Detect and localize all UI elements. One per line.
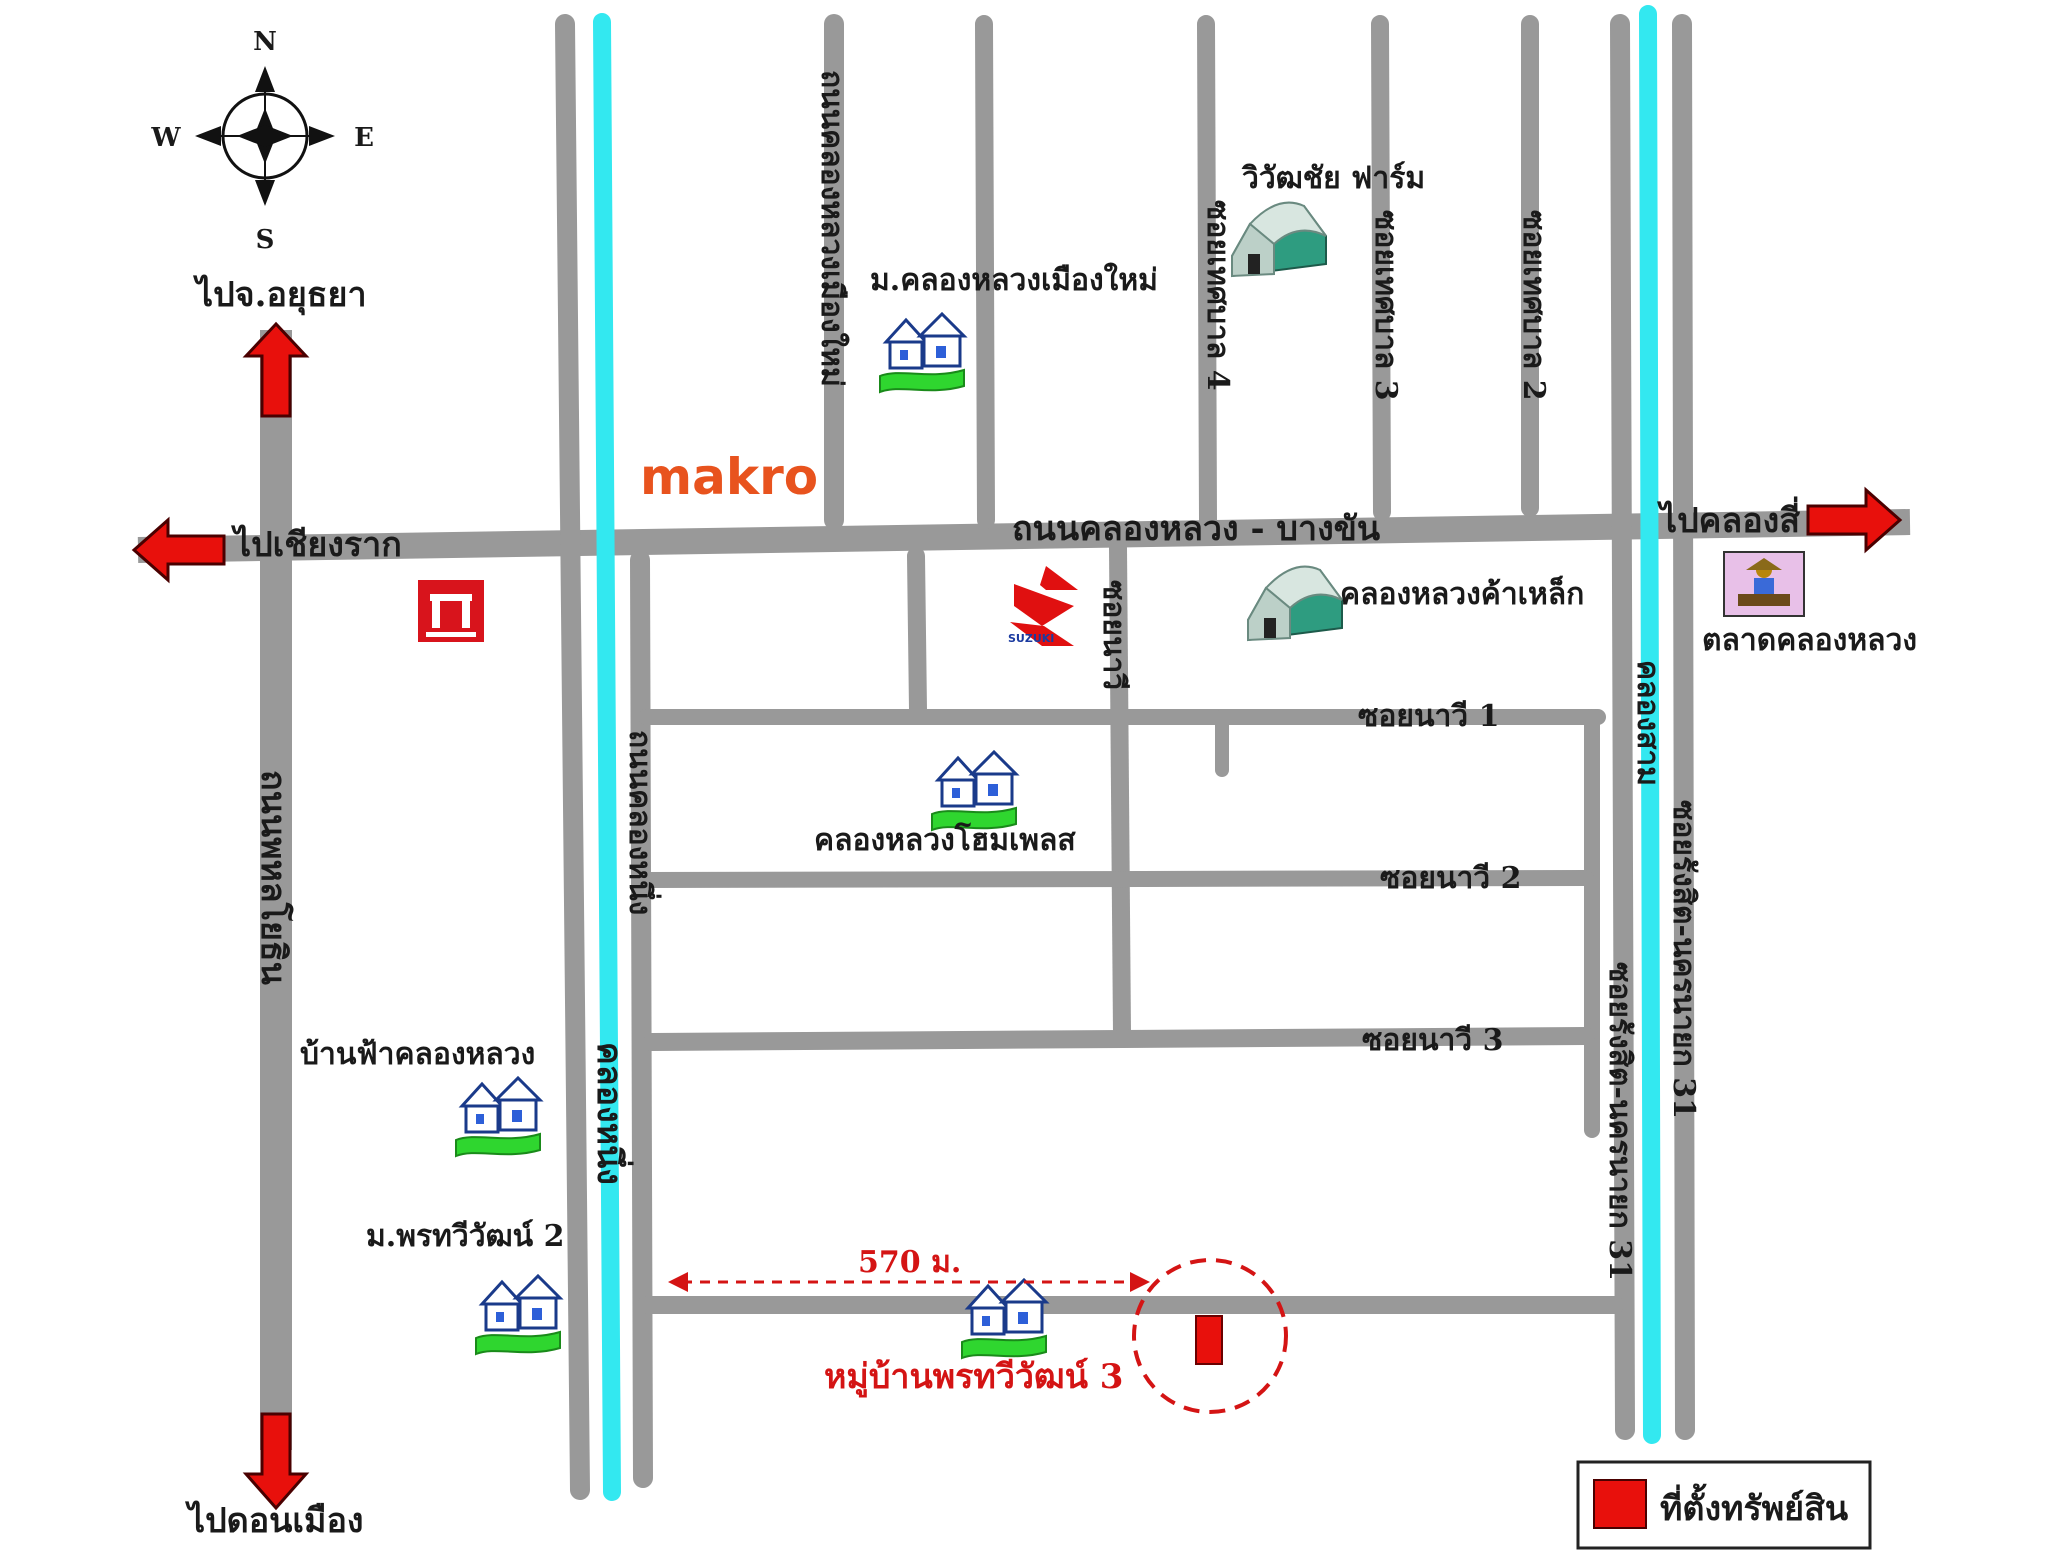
label-phon-3: หมู่บ้านพรทวีวัฒน์ 3	[824, 1357, 1123, 1398]
label-khlong-nueng-road: ถนนคลองหนึ่ง	[622, 730, 662, 915]
house-icon-mueang-mai	[878, 312, 966, 394]
makro-logo: makro	[640, 448, 818, 506]
arrow-north	[242, 321, 310, 418]
distance-indicator	[668, 1272, 1150, 1292]
legend	[1576, 1460, 1872, 1550]
label-distance: 570 ม.	[858, 1245, 961, 1280]
compass-s: S	[256, 225, 275, 255]
khlong-sam-area	[1610, 5, 1695, 1444]
label-to-khlong-si: ไปคลองสี่	[1657, 496, 1800, 541]
north-roads	[824, 14, 1539, 530]
legend-property-label: ที่ตั้งทรัพย์สิน	[1660, 1483, 1848, 1529]
arrow-east	[1806, 486, 1903, 554]
house-icon-home-place	[930, 750, 1018, 832]
label-main-road: ถนนคลองหลวง - บางขัน	[1012, 509, 1380, 549]
label-steel: คลองหลวงค้าเหล็ก	[1340, 575, 1584, 612]
label-phahon-yothin: ถนนพหลโยธิน	[253, 770, 294, 985]
label-wiwatchai-farm: วิวัฒชัย ฟาร์ม	[1241, 161, 1425, 196]
label-soi-rangsit-east: ซอยรังสิต-นครนายก 31	[1666, 800, 1701, 1119]
car-dealer-logo	[418, 580, 484, 642]
house-icon-baan-fah	[454, 1076, 542, 1158]
label-home-place: คลองหลวงโฮมเพลส	[814, 821, 1076, 858]
label-soi-thetsaban-2: ซอยเทศบาล 2	[1516, 210, 1551, 401]
label-soi-nawee-3: ซอยนาวี 3	[1362, 1023, 1503, 1058]
label-mueang-mai-village: ม.คลองหลวงเมืองใหม่	[870, 262, 1158, 298]
warehouse-icon-steel	[1247, 565, 1343, 641]
label-soi-thetsaban-4: ซอยเทศบาล 4	[1200, 200, 1235, 391]
label-market: ตลาดคลองหลวง	[1702, 623, 1917, 658]
svg-text:SUZUKI: SUZUKI	[1008, 632, 1054, 645]
label-baan-fah: บ้านฟ้าคลองหลวง	[300, 1037, 535, 1072]
label-khlong-nueng: คลองหนึ่ง	[589, 1042, 634, 1185]
property-marker	[1132, 1258, 1288, 1414]
compass-e: E	[354, 123, 374, 153]
label-soi-nawee-1: ซอยนาวี 1	[1358, 699, 1499, 734]
house-icon-phon-3	[960, 1278, 1048, 1360]
suzuki-logo: SUZUKI	[1008, 566, 1078, 646]
market-icon	[1723, 551, 1805, 617]
label-to-chiang-rak: ไปเชียงราก	[231, 524, 402, 565]
label-khlong-sam: คลองสาม	[1630, 660, 1665, 786]
label-to-ayutthaya: ไปจ.อยุธยา	[193, 274, 367, 316]
compass-w: W	[150, 123, 181, 153]
label-phon-2: ม.พรทวีวัฒน์ 2	[366, 1219, 565, 1254]
south-grid	[637, 539, 1624, 1314]
label-soi-small: ซอยนาวี	[1096, 580, 1131, 690]
label-khlong-luang-mueang-mai-road: ถนนคลองหลวงเมืองใหม่	[814, 70, 850, 387]
label-soi-thetsaban-3: ซอยเทศบาล 3	[1368, 210, 1403, 401]
warehouse-icon-wiwatchai	[1231, 201, 1327, 277]
arrow-west	[131, 516, 226, 584]
label-soi-nawee-2: ซอยนาวี 2	[1380, 861, 1521, 896]
compass-icon	[195, 66, 335, 206]
label-soi-rangsit-west: ซอยรังสิต-นครนายก 31	[1602, 962, 1637, 1281]
arrow-south	[242, 1412, 310, 1511]
label-to-don-mueang: ไปดอนเมือง	[185, 1500, 363, 1541]
compass-n: N	[253, 27, 277, 57]
house-icon-phon-2	[474, 1274, 562, 1356]
